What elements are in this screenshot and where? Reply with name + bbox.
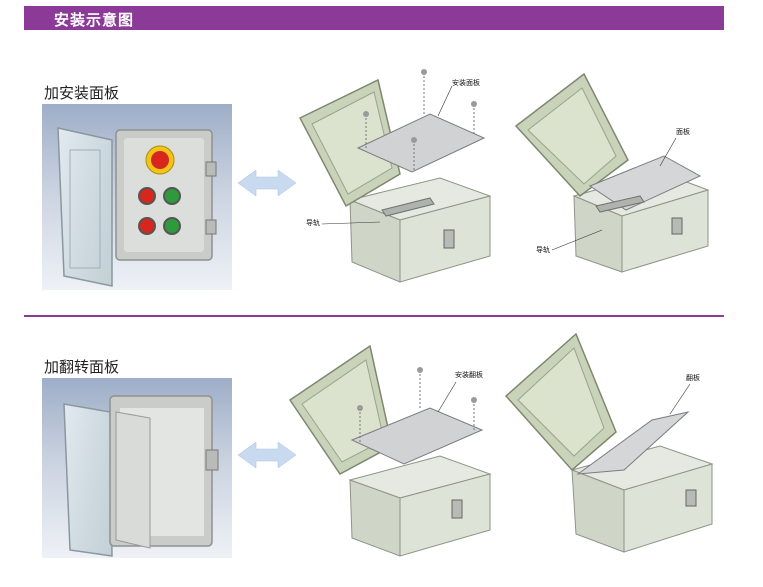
page-title: 安装示意图	[54, 11, 135, 29]
double-arrow-icon	[237, 441, 297, 469]
section-header-bar: 安装示意图	[24, 6, 724, 30]
photo-box-with-flip-panel	[42, 378, 232, 558]
callout-rail: 导轨	[306, 219, 320, 227]
drawing-flip-panel-exploded	[288, 344, 492, 557]
section-title-flip-panel: 加翻转面板	[44, 358, 120, 376]
callout-panel: 面板	[676, 128, 690, 136]
callout-flip-mount: 安装翻板	[455, 371, 483, 379]
callout-rail-2: 导轨	[536, 246, 550, 254]
callout-mount-plate: 安装面板	[452, 79, 480, 87]
section-title-mount-plate: 加安装面板	[44, 84, 120, 102]
double-arrow-icon	[237, 169, 297, 197]
callout-flip-panel: 翻板	[686, 374, 700, 382]
drawing-mount-plate-exploded	[298, 69, 492, 283]
drawing-flip-panel-assembled	[504, 332, 714, 553]
photo-box-with-buttons	[42, 104, 232, 290]
drawing-mount-plate-assembled	[514, 72, 710, 273]
section-divider	[24, 315, 724, 317]
